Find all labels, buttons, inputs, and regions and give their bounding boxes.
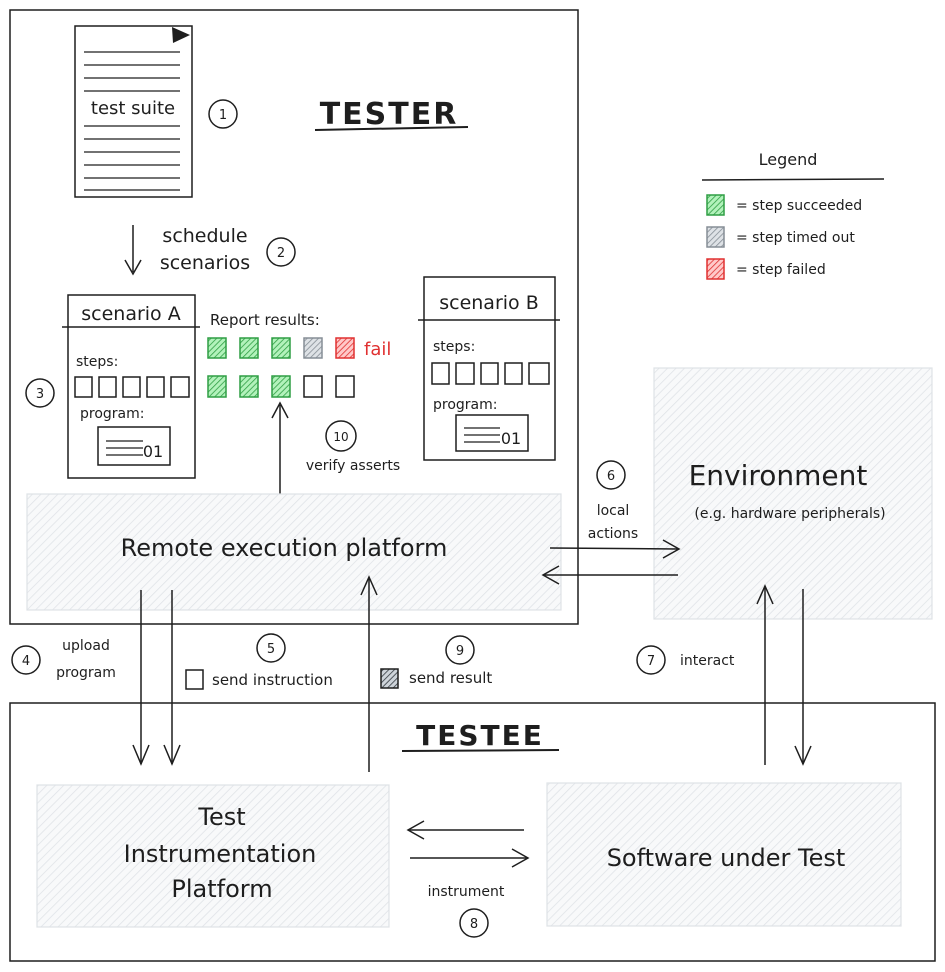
scenario-a-step-boxes (74, 376, 190, 398)
scenario-b-program-value: 01 (501, 429, 521, 448)
scenario-a-program-box (97, 426, 171, 466)
step-3-number: 3 (36, 387, 44, 402)
scenario-b-title: scenario B (439, 292, 539, 314)
remote-execution-platform-box (26, 493, 562, 611)
report-step-succeeded (239, 375, 259, 398)
testee-title: TESTEE (416, 719, 544, 752)
environment-subtitle: (e.g. hardware peripherals) (694, 506, 885, 522)
scenario-a-card: scenario A steps: program: 01 (62, 294, 200, 479)
testee-frame (9, 702, 936, 962)
step-7-number: 7 (647, 654, 655, 669)
step-7-marker (636, 645, 666, 675)
tip-line2: Instrumentation (124, 840, 317, 868)
step-9-marker (445, 635, 475, 665)
software-under-test-box (546, 782, 902, 927)
step-1-number: 1 (219, 108, 227, 123)
testee-title-underline (401, 749, 560, 752)
report-step-succeeded (207, 337, 227, 359)
step-3-marker (25, 378, 55, 408)
send-instruction-label: send instruction (212, 671, 333, 689)
instrument-label: instrument (428, 884, 505, 900)
scenario-a-program-label: program: (80, 406, 144, 422)
test-suite-document: test suite (74, 25, 193, 198)
step-10-number: 10 (333, 430, 348, 444)
report-step-succeeded (207, 375, 227, 398)
step-5-marker (256, 633, 286, 663)
schedule-label-line1: schedule (162, 225, 247, 247)
interact-label: interact (680, 653, 735, 669)
send-result-icon (380, 668, 399, 689)
step-6-number: 6 (607, 469, 615, 484)
document-lines (84, 51, 180, 191)
step-4-number: 4 (22, 654, 30, 669)
verify-label: verify asserts (306, 458, 400, 474)
report-step-failed (335, 337, 355, 359)
scenario-b-step-boxes (431, 362, 550, 385)
scenario-b-card: scenario B steps: program: 01 (418, 276, 560, 461)
report-step-succeeded (271, 337, 291, 359)
remote-execution-platform-label: Remote execution platform (121, 534, 448, 562)
step-10-marker (325, 420, 357, 452)
tip-line1: Test (197, 803, 245, 831)
environment-box (653, 367, 933, 620)
report-title: Report results: (210, 311, 320, 329)
scenario-a-steps-label: steps: (76, 354, 118, 370)
legend-label-failed: = step failed (736, 262, 826, 278)
step-5-number: 5 (267, 642, 275, 657)
local-actions-line2: actions (588, 526, 638, 542)
legend-swatch-failed (706, 258, 725, 280)
report-row-2 (207, 375, 355, 398)
report-step-succeeded (239, 337, 259, 359)
test-instrumentation-platform-box (36, 784, 390, 928)
upload-line1: upload (62, 638, 110, 654)
legend-swatch-timed-out (706, 226, 725, 248)
step-8-number: 8 (470, 917, 478, 932)
step-2-marker (266, 237, 296, 267)
report-fail-label: fail (364, 339, 391, 360)
report-step-succeeded (271, 375, 291, 398)
tip-line3: Platform (171, 875, 272, 903)
step-6-marker (596, 460, 626, 490)
software-under-test-label: Software under Test (607, 844, 846, 872)
local-actions-arrow-right (549, 547, 679, 550)
report-step-empty (335, 375, 355, 398)
legend-title: Legend (759, 150, 818, 169)
local-actions-line1: local (597, 503, 630, 519)
step-9-number: 9 (456, 644, 464, 659)
report-row-1 (207, 337, 355, 359)
test-suite-label: test suite (91, 98, 175, 119)
report-step-timed_out (303, 337, 323, 359)
tester-title-underline (314, 126, 469, 131)
legend-swatch-succeeded (706, 194, 725, 216)
legend-label-succeeded: = step succeeded (736, 198, 862, 214)
schedule-label-line2: scenarios (160, 252, 250, 274)
tester-frame (9, 9, 579, 625)
environment-title: Environment (689, 459, 868, 492)
step-8-marker (459, 908, 489, 938)
legend-label-timed-out: = step timed out (736, 230, 855, 246)
scenario-b-program-label: program: (433, 397, 497, 413)
step-4-marker (11, 645, 41, 675)
scenario-a-title: scenario A (81, 303, 180, 325)
upload-line2: program (56, 665, 116, 681)
step-1-marker (208, 99, 238, 129)
play-icon (172, 27, 190, 43)
legend: Legend = step succeeded = step timed out =… (701, 150, 885, 280)
step-2-number: 2 (277, 246, 285, 261)
report-step-empty (303, 375, 323, 398)
send-instruction-icon (185, 669, 204, 690)
scenario-b-steps-label: steps: (433, 339, 475, 355)
send-result-label: send result (409, 669, 492, 687)
tester-title: TESTER (320, 97, 459, 132)
scenario-a-program-value: 01 (143, 442, 163, 461)
scenario-b-program-box (455, 414, 529, 452)
